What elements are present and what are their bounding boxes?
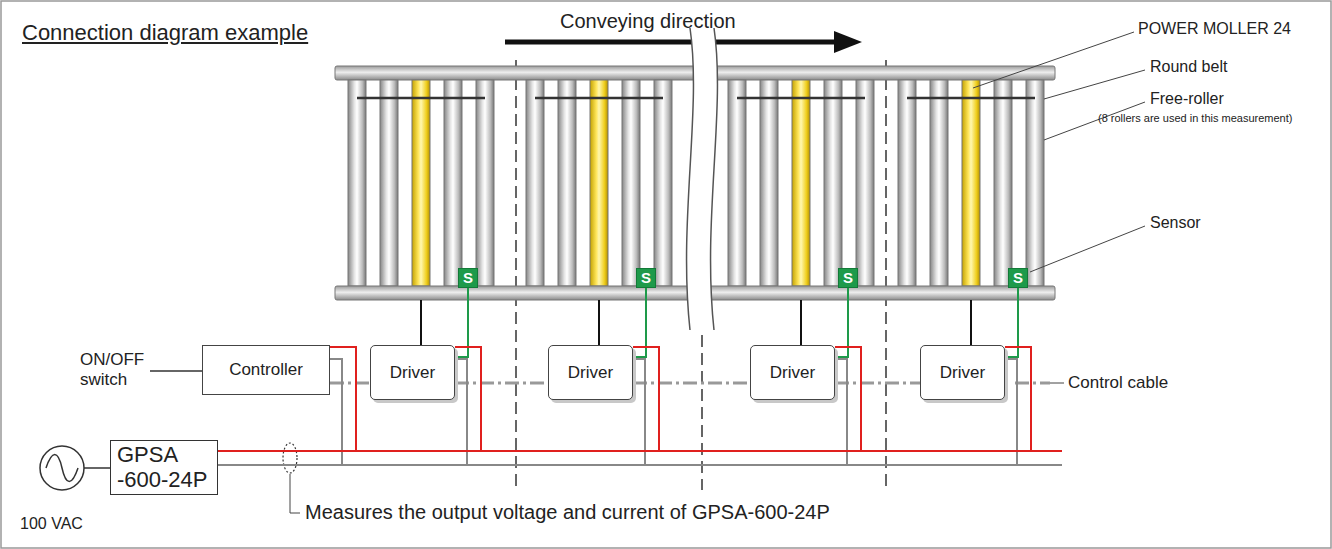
driver-box: Driver (750, 345, 835, 400)
control-cable (633, 383, 750, 384)
part-label: POWER MOLLER 24 (1138, 20, 1291, 38)
free-roller (558, 80, 576, 286)
node-text: Driver (390, 363, 435, 383)
node-text: Driver (568, 363, 613, 383)
note: (8 rollers are used in this measurement) (1098, 112, 1292, 125)
power-wire (218, 347, 356, 465)
sensor-box: S (1008, 268, 1028, 288)
part-label: Round belt (1150, 58, 1227, 76)
controller-box: Controller (202, 345, 330, 395)
ac-source (40, 446, 84, 490)
ac-line (84, 467, 110, 469)
separator (885, 60, 887, 490)
sensor-box: S (838, 268, 858, 288)
ground-wire (218, 359, 645, 465)
direction-arrow (505, 40, 838, 45)
free-roller (1026, 80, 1044, 286)
free-roller (760, 80, 778, 286)
input-label: ON/OFF switch (80, 350, 146, 389)
free-roller (526, 80, 544, 286)
motor-cable (598, 300, 600, 345)
node-text: GPSA -600-24P (117, 443, 211, 491)
control-wire (455, 382, 548, 385)
sensor-letter: S (641, 269, 651, 286)
control-wire (633, 382, 750, 385)
node-text: Driver (770, 363, 815, 383)
motor-cable (970, 300, 972, 345)
separator (515, 60, 517, 490)
control-cable (455, 383, 548, 384)
free-roller (622, 80, 640, 286)
sensor-letter: S (1013, 269, 1023, 286)
node-text: Driver (940, 363, 985, 383)
free-roller (654, 80, 672, 286)
motor-cables (421, 300, 971, 345)
motor-cable (800, 300, 802, 345)
free-roller (994, 80, 1012, 286)
leader-line (290, 474, 300, 513)
power-moller (962, 80, 980, 286)
break-line (711, 28, 718, 330)
diagram-title: Connection diagram example (22, 20, 308, 45)
free-roller (444, 80, 462, 286)
direction-label: Conveying direction (560, 10, 736, 33)
power-supply-box: GPSA -600-24P (110, 440, 218, 495)
free-roller (728, 80, 746, 286)
sensor-letter: S (843, 269, 853, 286)
break-line (687, 28, 694, 330)
driver-box: Driver (920, 345, 1005, 400)
free-roller (824, 80, 842, 286)
power-moller (412, 80, 430, 286)
free-roller (898, 80, 916, 286)
round-belt (737, 97, 865, 100)
measure-point (283, 443, 297, 473)
supply-label: 100 VAC (20, 515, 83, 533)
motor-cable (420, 300, 422, 345)
power-moller (590, 80, 608, 286)
control-cable (330, 383, 370, 384)
round-belt (907, 97, 1035, 100)
sensor-box: S (458, 268, 478, 288)
free-roller (856, 80, 874, 286)
sensor-box: S (636, 268, 656, 288)
measurement-note: Measures the output voltage and current … (305, 501, 830, 524)
sensor-letter: S (463, 269, 473, 286)
leader-line (1044, 70, 1145, 99)
ground-bus (1017, 464, 1062, 466)
sine-symbol (46, 455, 78, 482)
leader-line (1030, 226, 1145, 272)
control-wire (330, 382, 370, 385)
part-label: Control cable (1068, 373, 1168, 393)
free-roller (380, 80, 398, 286)
switch-line (150, 370, 202, 372)
free-roller (348, 80, 366, 286)
round-belt (357, 97, 485, 100)
driver-box: Driver (370, 345, 455, 400)
break-band (687, 28, 718, 330)
leader-line (1050, 383, 1064, 384)
free-roller (476, 80, 494, 286)
power-moller (792, 80, 810, 286)
ground-wire (218, 359, 467, 465)
arrow-head (834, 31, 862, 53)
separator (701, 335, 703, 490)
control-cable (1015, 382, 1050, 385)
part-label: Sensor (1150, 214, 1201, 232)
driver-box: Driver (548, 345, 633, 400)
round-belt (535, 97, 663, 100)
part-label: Free-roller (1150, 90, 1224, 108)
free-roller (930, 80, 948, 286)
power-bus (1031, 450, 1062, 452)
node-text: Controller (229, 360, 303, 380)
plus-wire (218, 347, 356, 451)
